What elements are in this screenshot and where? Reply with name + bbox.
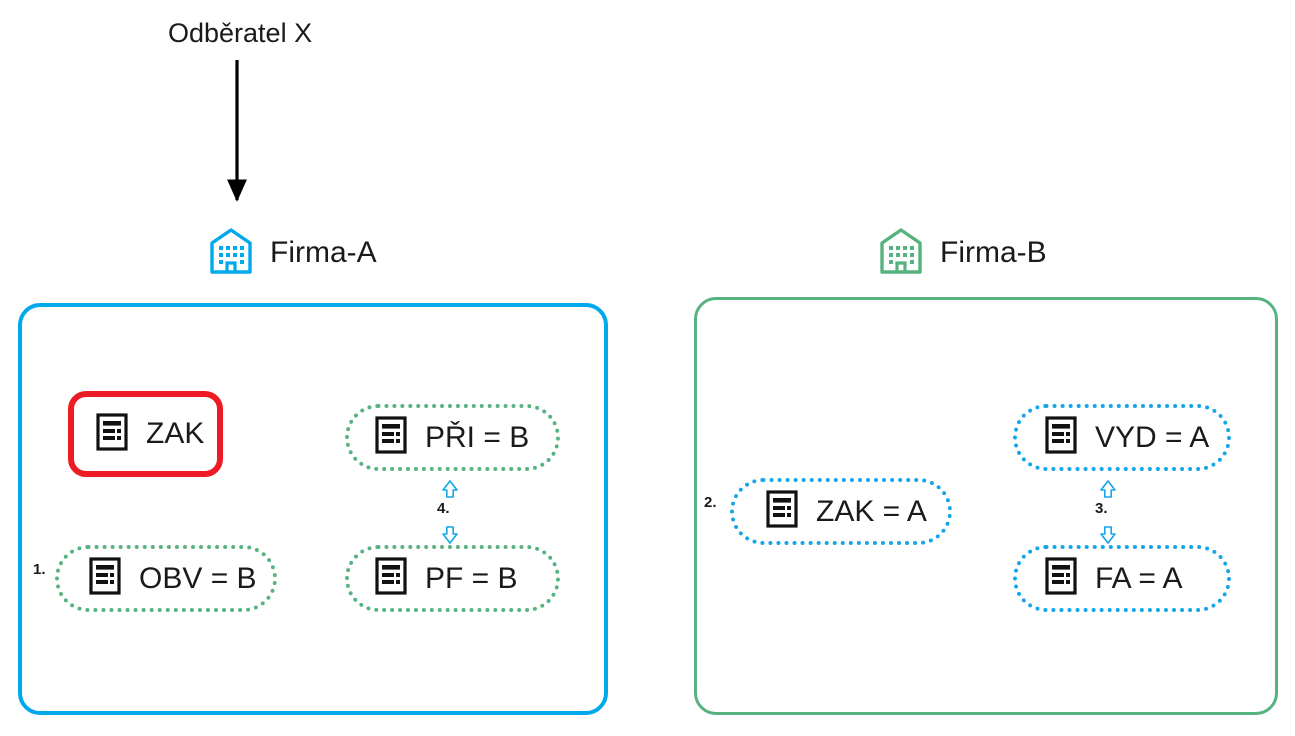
- source-label: Odběratel X: [168, 18, 313, 48]
- node-label: PŘI = B: [425, 420, 530, 454]
- node-label: FA = A: [1095, 561, 1183, 595]
- company-name-firma-b: Firma-B: [940, 235, 1047, 269]
- node-pf[interactable]: PF = B: [345, 545, 560, 612]
- node-label: PF = B: [425, 561, 518, 595]
- node-vyd[interactable]: VYD = A: [1013, 404, 1231, 471]
- company-header-firma-a: Firma-A: [208, 225, 377, 280]
- node-label: VYD = A: [1095, 420, 1210, 454]
- step-number-4: 4.: [437, 500, 450, 517]
- sync-arrows-firma-b: [1095, 479, 1121, 545]
- document-icon: [1045, 416, 1077, 459]
- node-zak-a[interactable]: ZAK = A: [730, 478, 952, 545]
- step-number-1: 1.: [33, 561, 46, 578]
- document-icon: [89, 557, 121, 600]
- document-icon: [375, 416, 407, 459]
- node-obv[interactable]: OBV = B: [55, 545, 277, 612]
- step-number-3: 3.: [1095, 500, 1108, 517]
- node-fa[interactable]: FA = A: [1013, 545, 1231, 612]
- sync-arrows-firma-a: [437, 479, 463, 545]
- node-zak[interactable]: ZAK: [68, 391, 223, 477]
- company-header-firma-b: Firma-B: [878, 225, 1047, 280]
- document-icon: [96, 412, 128, 456]
- node-label: ZAK = A: [816, 494, 927, 528]
- node-label: OBV = B: [139, 561, 257, 595]
- company-panel-firma-a: [18, 303, 608, 715]
- document-icon: [375, 557, 407, 600]
- step-number-2: 2.: [704, 494, 717, 511]
- building-icon: [878, 225, 924, 280]
- node-pri[interactable]: PŘI = B: [345, 404, 560, 471]
- building-icon: [208, 225, 254, 280]
- document-icon: [766, 490, 798, 533]
- company-name-firma-a: Firma-A: [270, 235, 377, 269]
- node-label: ZAK: [146, 417, 205, 450]
- document-icon: [1045, 557, 1077, 600]
